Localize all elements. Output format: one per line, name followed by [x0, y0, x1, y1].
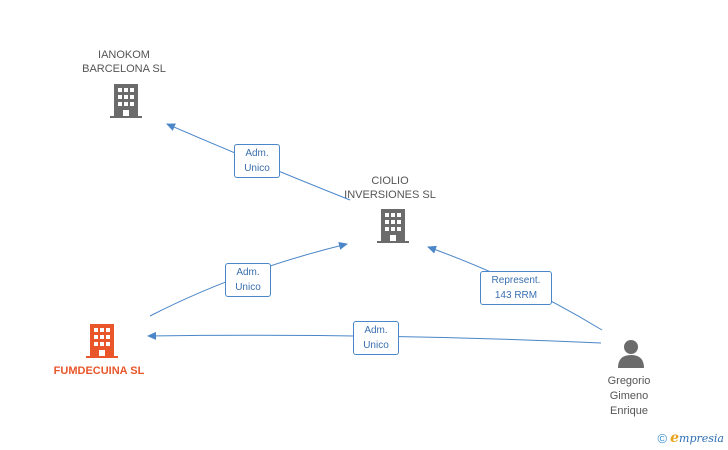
- building-icon[interactable]: [377, 209, 409, 243]
- node-label-ianokom[interactable]: IANOKOM BARCELONA SL: [82, 49, 166, 75]
- edge-label-ciolio-ianokom[interactable]: Adm. Unico: [234, 144, 280, 178]
- edge-label-gregorio-ciolio[interactable]: Represent. 143 RRM: [480, 271, 552, 305]
- brand-logo-initial: e: [670, 430, 680, 446]
- building-icon[interactable]: [86, 324, 118, 358]
- node-label-fumdecuina[interactable]: FUMDECUINA SL: [53, 365, 145, 377]
- building-icon[interactable]: [110, 84, 142, 118]
- copyright-symbol: ©: [657, 430, 668, 446]
- edge-label-gregorio-fumdecuina[interactable]: Adm. Unico: [353, 321, 399, 355]
- edge-label-fumdecuina-ciolio[interactable]: Adm. Unico: [225, 263, 271, 297]
- node-label-gregorio[interactable]: Gregorio Gimeno Enrique: [607, 375, 651, 417]
- brand-logo-text: mpresia: [679, 431, 724, 445]
- person-icon[interactable]: [617, 338, 645, 368]
- node-label-ciolio[interactable]: CIOLIO INVERSIONES SL: [344, 175, 436, 201]
